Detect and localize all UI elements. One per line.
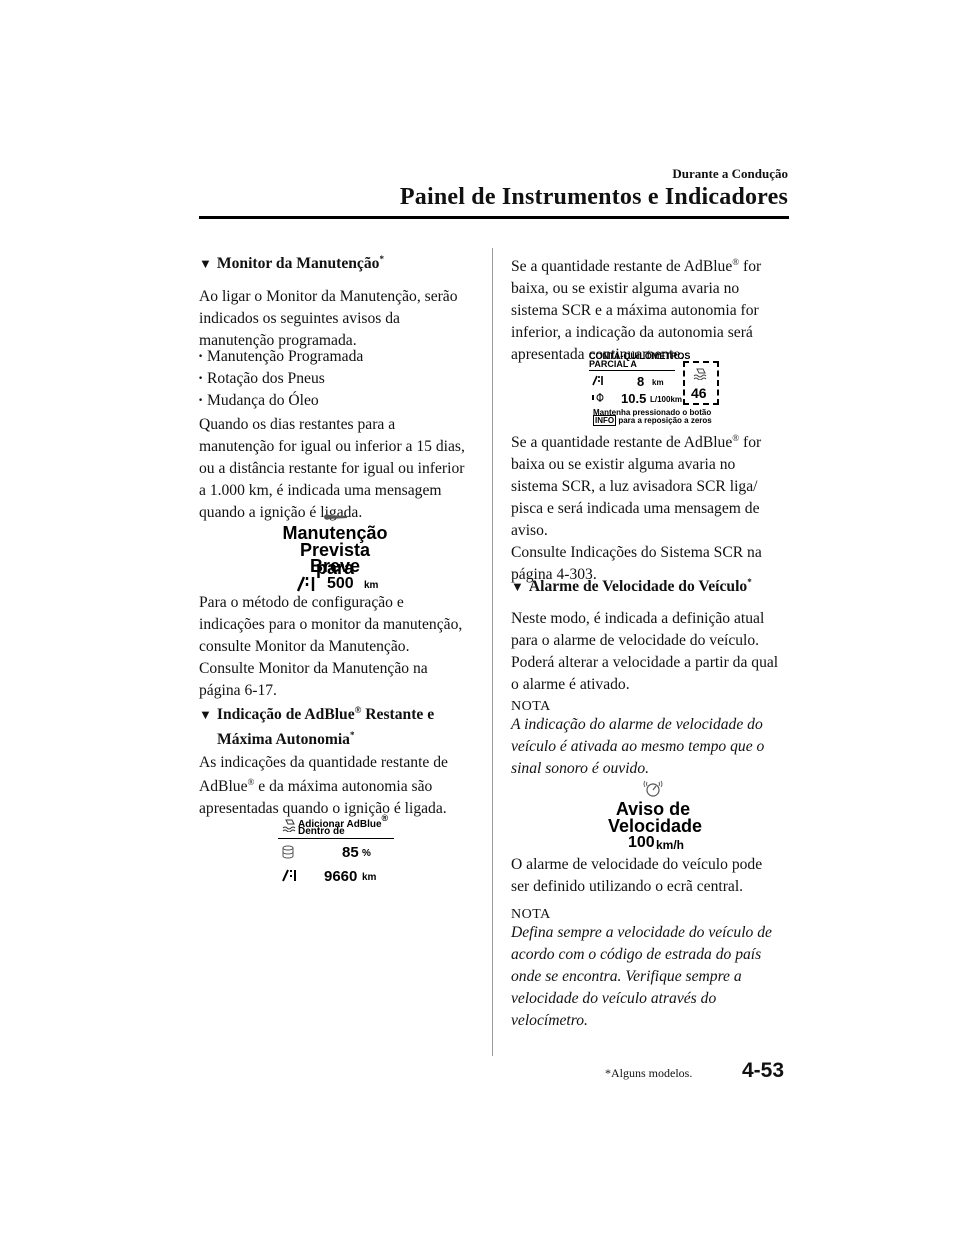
wrench-icon bbox=[324, 514, 347, 520]
maint-intro: Ao ligar o Monitor da Manutenção, serão … bbox=[199, 288, 458, 349]
speed-alarm-paragraph: Neste modo, é indicada a definição atual… bbox=[511, 610, 779, 693]
column-divider bbox=[492, 248, 493, 1056]
adblue-icon bbox=[693, 368, 707, 380]
note-2: Defina sempre a velocidade do veículo de… bbox=[511, 924, 772, 1029]
trip-meter-figure: CONTA-QUILÓMETROS PARCIAL A 8 km 10.5 L/… bbox=[587, 352, 727, 430]
note-label: NOTA bbox=[511, 907, 551, 922]
note-1: A indicação do alarme de velocidade do v… bbox=[511, 716, 765, 777]
speed-alarm-paragraph-2: O alarme de velocidade do veículo pode s… bbox=[511, 856, 763, 895]
footnote: *Alguns modelos. bbox=[605, 1066, 693, 1080]
list-item: Mudança do Óleo bbox=[198, 390, 319, 412]
heading-speed-alarm: ▼Alarme de Velocidade do Veículo* bbox=[511, 576, 752, 598]
maintenance-display-figure: Manutenção Prevista para Breve 500 km bbox=[280, 512, 390, 592]
list-item: Manutenção Programada bbox=[198, 346, 363, 368]
adblue-icon bbox=[282, 819, 296, 832]
section-title: Durante a Condução bbox=[672, 166, 788, 181]
adblue-display-figure: Adicionar AdBlue® Dentro de 85 % 9660 km bbox=[278, 814, 398, 886]
header-rule bbox=[199, 216, 789, 219]
speed-alarm-figure: Aviso de Velocidade 100 km/h bbox=[608, 778, 702, 852]
speed-alarm-icon bbox=[643, 780, 663, 797]
tank-icon bbox=[282, 845, 294, 859]
road-icon bbox=[282, 869, 296, 882]
adblue-low-paragraph: Se a quantidade restante de AdBlue® for … bbox=[511, 257, 762, 364]
page-title: Painel de Instrumentos e Indicadores bbox=[399, 184, 788, 210]
fuel-consumption-icon bbox=[592, 393, 604, 402]
road-icon bbox=[592, 375, 603, 386]
adblue-paragraph: As indicações da quantidade restante de … bbox=[199, 754, 448, 817]
range-box bbox=[683, 361, 719, 405]
list-item: Rotação dos Pneus bbox=[198, 368, 325, 390]
scr-warning-paragraph: Se a quantidade restante de AdBlue® for … bbox=[511, 433, 762, 584]
heading-adblue: ▼Indicação de AdBlue® Restante e Máxima … bbox=[199, 705, 435, 749]
page-number: 4-53 bbox=[742, 1059, 785, 1082]
heading-marker: ▼ bbox=[199, 707, 212, 722]
heading-marker: ▼ bbox=[511, 579, 524, 594]
heading-maintenance-monitor: ▼Monitor da Manutenção* bbox=[199, 253, 384, 275]
heading-marker: ▼ bbox=[199, 256, 212, 271]
note-label: NOTA bbox=[511, 699, 551, 714]
road-icon bbox=[296, 576, 315, 592]
maint-paragraph-2: Quando os dias restantes para a manutenç… bbox=[199, 416, 465, 521]
maint-paragraph-3: Para o método de configuração e indicaçõ… bbox=[199, 594, 463, 699]
